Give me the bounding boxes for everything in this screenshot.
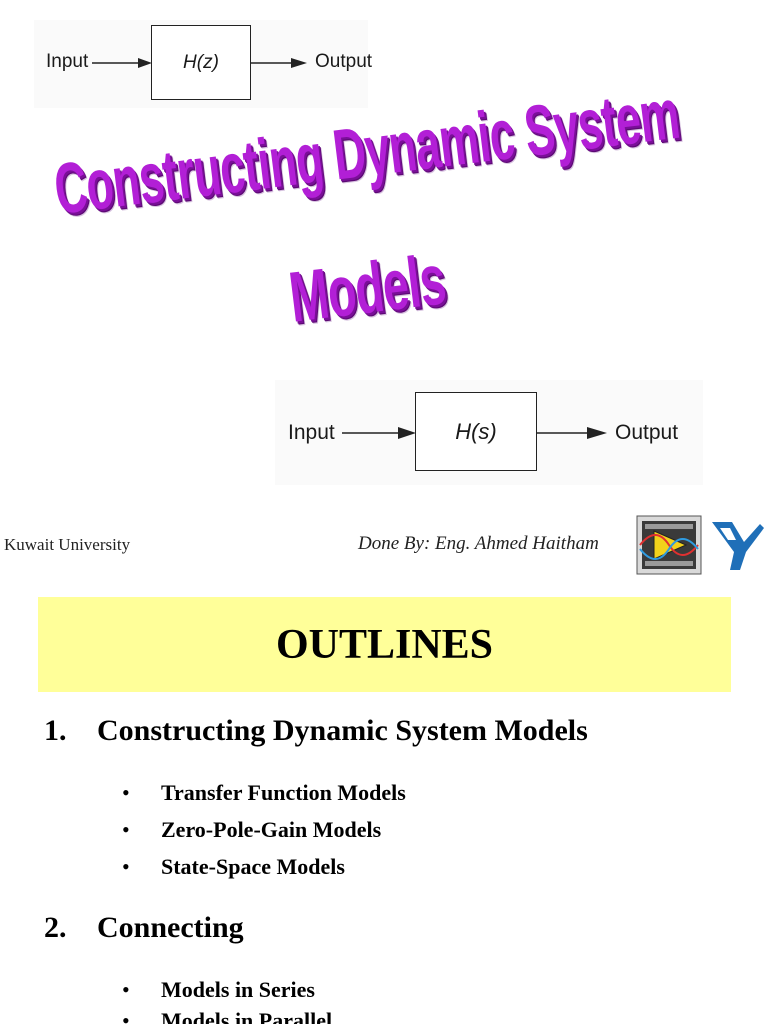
section-1-title: Constructing Dynamic System Models [97, 714, 588, 747]
footer-university: Kuwait University [4, 535, 131, 554]
diagram-top-block: H(z) [151, 25, 251, 100]
diagram-bottom-output-label: Output [615, 421, 679, 444]
section-2-title: Connecting [97, 911, 244, 944]
diagram-bottom-block-label: H(s) [455, 418, 497, 444]
diagram-top-input-label: Input [46, 51, 89, 72]
diagram-bottom: Input H(s) Output [275, 380, 703, 485]
diagram-top-output-arrow [251, 58, 307, 68]
list-item-label: State-Space Models [161, 854, 345, 879]
ni-eagle-icon [712, 522, 764, 570]
outlines-title: OUTLINES [275, 621, 494, 668]
labview-icon [636, 515, 702, 575]
diagram-bottom-input-arrow [342, 427, 416, 439]
diagram-top-output-label: Output [315, 51, 373, 72]
list-item: •State-Space Models [122, 854, 345, 879]
section-1-heading: 1. Constructing Dynamic System Models [44, 714, 588, 748]
list-item-label: Zero-Pole-Gain Models [161, 817, 382, 842]
list-item: •Models in Parallel [122, 1008, 332, 1024]
list-item-label: Transfer Function Models [161, 780, 406, 805]
diagram-top-input-arrow [92, 58, 152, 68]
diagram-bottom-block: H(s) [415, 392, 537, 471]
diagram-top: Input H(z) Output [34, 20, 372, 108]
list-item: •Zero-Pole-Gain Models [122, 817, 382, 842]
outlines-banner: OUTLINES [38, 597, 731, 692]
list-item: •Transfer Function Models [122, 780, 406, 805]
list-item-label: Models in Series [161, 977, 315, 1002]
diagram-top-block-label: H(z) [183, 51, 219, 73]
list-item-label: Models in Parallel [161, 1008, 333, 1024]
section-1-number: 1. [44, 714, 67, 747]
list-item: •Models in Series [122, 977, 315, 1002]
section-2-heading: 2. Connecting [44, 911, 244, 945]
diagram-bottom-input-label: Input [288, 421, 335, 444]
diagram-bottom-output-arrow [537, 427, 607, 439]
footer-author: Done By: Eng. Ahmed Haitham [358, 533, 599, 554]
title-line-2: Models [285, 240, 450, 338]
section-2-number: 2. [44, 911, 67, 944]
